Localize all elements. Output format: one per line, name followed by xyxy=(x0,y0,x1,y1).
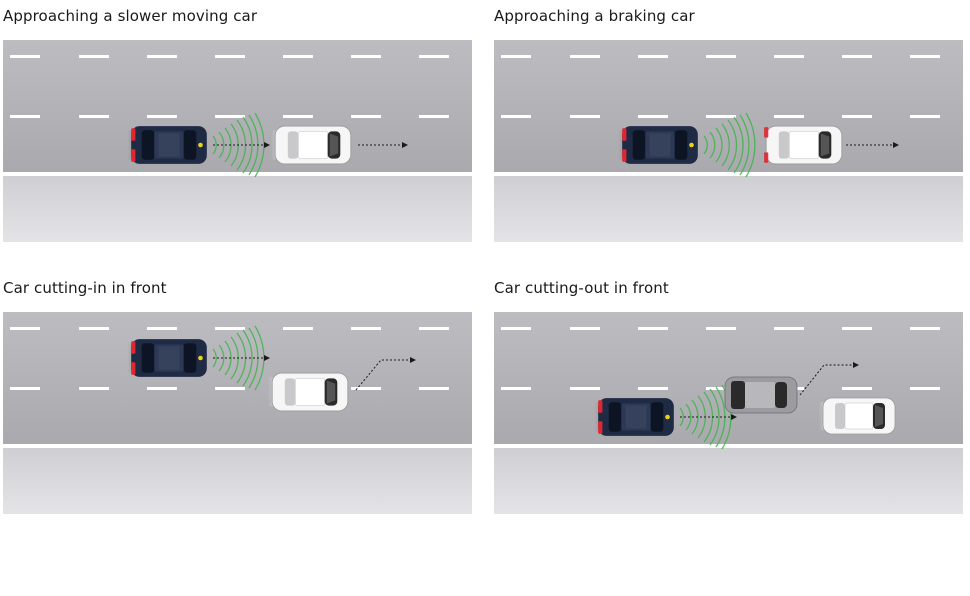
road-shoulder xyxy=(494,448,963,514)
road-scene xyxy=(494,40,963,242)
panel-title: Car cutting-out in front xyxy=(494,279,669,297)
road-shoulder xyxy=(494,176,963,242)
ego-car xyxy=(618,126,698,164)
cutting-out-car xyxy=(724,376,798,414)
road-shoulder xyxy=(3,448,472,514)
road-scene xyxy=(3,312,472,514)
road-edge-line xyxy=(3,444,472,448)
road-edge-line xyxy=(494,172,963,176)
ego-car xyxy=(127,126,207,164)
road-edge-line xyxy=(494,444,963,448)
cut-out-arrow xyxy=(799,362,859,396)
panel-title: Car cutting-in in front xyxy=(3,279,167,297)
panel-title: Approaching a braking car xyxy=(494,7,695,25)
cutting-in-car xyxy=(267,372,349,412)
road-scene xyxy=(3,40,472,242)
lane-markings xyxy=(501,327,940,390)
lane-markings xyxy=(10,55,449,118)
road-scene xyxy=(494,312,963,514)
lead-car xyxy=(818,397,896,435)
road-surface xyxy=(3,312,472,444)
ego-car xyxy=(127,339,207,377)
ego-car xyxy=(594,398,674,436)
road-shoulder xyxy=(3,176,472,242)
lane-markings xyxy=(501,55,940,118)
braking-target-car xyxy=(763,125,843,165)
cut-in-arrow xyxy=(355,357,416,391)
panel-title: Approaching a slower moving car xyxy=(3,7,258,25)
radar-waves xyxy=(703,112,756,178)
target-car xyxy=(270,125,352,165)
road-edge-line xyxy=(3,172,472,176)
